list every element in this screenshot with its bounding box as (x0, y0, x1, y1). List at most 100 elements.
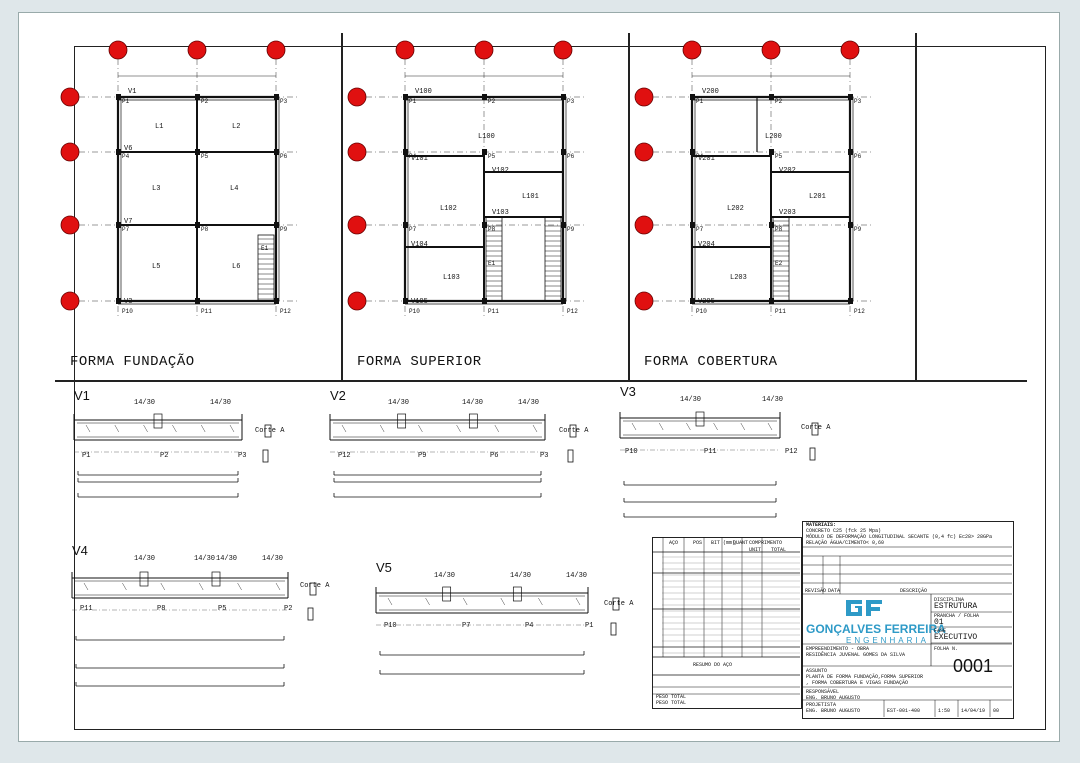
pillar (274, 298, 279, 304)
pillar (848, 94, 853, 100)
pillar-label: P11 (775, 308, 786, 315)
client-label: EMPREENDIMENTO - OBRA (806, 646, 870, 652)
pillar-label: P10 (409, 308, 420, 315)
v2-support-1: P12 (338, 452, 351, 460)
slab-label: L5 (152, 263, 160, 271)
divider-plan-3 (915, 33, 917, 381)
pillar (848, 298, 853, 304)
pillar (769, 298, 774, 304)
client-value: RESIDÊNCIA JUVENAL GOMES DA SILVA (806, 652, 906, 658)
cut-section (264, 424, 272, 438)
company-sub: ENGENHARIA (846, 636, 929, 645)
pillar (561, 149, 566, 155)
v5-section-2: 14/30 (510, 572, 532, 580)
v2-section-3: 14/30 (518, 399, 540, 407)
subject-label: ASSUNTO (806, 668, 828, 674)
cut-detail (610, 622, 617, 636)
designer-value: ENG. BRUNO AUGUSTO (806, 708, 861, 714)
v3-support-3: P12 (785, 448, 798, 456)
beam-label: V103 (492, 209, 509, 217)
stirrup-mark (237, 582, 242, 591)
stirrup-mark (380, 424, 385, 433)
v1-section-1: 14/30 (134, 399, 156, 407)
stirrup-mark (418, 424, 423, 433)
stirrup-mark (713, 422, 718, 431)
drawing-sheet (18, 12, 1060, 742)
pillar-label: P12 (854, 308, 865, 315)
pillar (116, 298, 121, 304)
pillar-label: P1 (409, 98, 417, 105)
slab-label: L203 (730, 274, 747, 282)
pillar-label: P2 (201, 98, 209, 105)
steel-h-comp: COMPRIMENTO (749, 540, 783, 546)
pillar (482, 94, 487, 100)
cut-detail (809, 447, 816, 461)
v4-support-4: P2 (284, 605, 293, 613)
sheet-value: 01 (934, 618, 944, 627)
steel-summary-title: RESUMO DO AÇO (693, 662, 733, 668)
beam-label: V7 (124, 218, 132, 226)
stirrup-mark (456, 424, 461, 433)
stirrup-mark (538, 597, 543, 606)
support-column (153, 413, 163, 429)
rev-header-1: REVISÃO (805, 588, 827, 594)
beam-title-v1: V1 (74, 388, 90, 403)
pillar-label: P5 (488, 153, 496, 160)
stirrup-mark (463, 597, 468, 606)
slab-label: L200 (765, 133, 782, 141)
pillar (769, 222, 774, 228)
subject-line-1: PLANTA DE FORMA FUNDAÇÃO,FORMA SUPERIOR (806, 674, 924, 680)
resp-value: ENG. BRUNO AUGUSTO (806, 695, 861, 701)
pillar (690, 149, 695, 155)
support-column (512, 586, 522, 602)
pillar-label: P9 (280, 226, 288, 233)
slab-label: L4 (230, 185, 238, 193)
page-label: FOLHA N. (934, 646, 959, 652)
discipline-value: ESTRUTURA (934, 602, 978, 611)
steel-h-unit: UNIT (749, 547, 762, 553)
pillar (274, 94, 279, 100)
pillar (769, 149, 774, 155)
beam-label: V202 (779, 167, 796, 175)
pillar (690, 222, 695, 228)
support-column (139, 571, 149, 587)
stirrup-mark (494, 424, 499, 433)
pillar (195, 298, 200, 304)
pillar-label: P4 (409, 153, 417, 160)
steel-h-total: TOTAL (771, 547, 787, 553)
title-block (802, 521, 1014, 719)
stirrup-mark (275, 582, 281, 591)
discipline-label: DISCIPLINA (934, 597, 965, 603)
v5-section-3: 14/30 (566, 572, 588, 580)
beam-title-v5: V5 (376, 560, 392, 575)
beam-label: V101 (411, 155, 428, 163)
stirrup-mark (575, 597, 581, 606)
v1-support-3: P3 (238, 452, 247, 460)
v3-section-1: 14/30 (680, 396, 702, 404)
slab-label: L1 (155, 123, 163, 131)
cut-detail (307, 607, 314, 621)
stirrup-mark (387, 597, 393, 606)
pillar-label: P5 (775, 153, 783, 160)
pillar-label: P11 (201, 308, 212, 315)
v4-support-2: P8 (157, 605, 166, 613)
pillar (403, 222, 408, 228)
beam-label: V105 (411, 298, 428, 306)
pillar-label: P12 (567, 308, 578, 315)
stirrup-mark (767, 422, 773, 431)
pillar (274, 222, 279, 228)
date-value: 14/04/19 (961, 708, 986, 714)
pillar-label: P6 (280, 153, 288, 160)
pillar-label: P4 (122, 153, 130, 160)
pillar-label: P12 (280, 308, 291, 315)
plan-title-fundacao: FORMA FUNDAÇÃO (70, 354, 195, 370)
beam-label: V205 (698, 298, 715, 306)
stirrup-mark (160, 582, 165, 591)
support-column (468, 413, 478, 429)
slab-label: L201 (809, 193, 826, 201)
stirrup-mark (500, 597, 505, 606)
pillar-label: P6 (567, 153, 575, 160)
